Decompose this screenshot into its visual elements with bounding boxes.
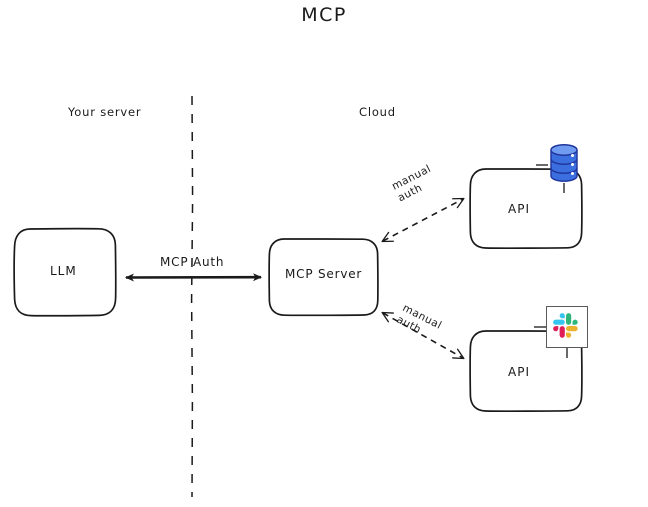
zone-divider [190,95,194,498]
node-label-mcp-server: MCP Server [285,267,363,281]
slack-icon [546,306,588,348]
edge-mcp-server-api-top [381,197,465,243]
zone-label-cloud: Cloud [359,105,396,119]
diagram-title: MCP [301,4,347,26]
database-icon [548,143,580,183]
icon-connector-lines [534,164,568,358]
node-label-llm: LLM [50,264,77,278]
node-mcp-server-shape[interactable] [268,238,379,317]
node-label-api-bottom: API [508,365,530,379]
edge-mcp-server-api-bottom [381,311,465,360]
node-llm-shape[interactable] [13,227,117,317]
zone-label-your-server: Your server [68,105,142,119]
edge-label-mcp-auth: MCP Auth [160,255,225,269]
node-label-api-top: API [508,202,530,216]
